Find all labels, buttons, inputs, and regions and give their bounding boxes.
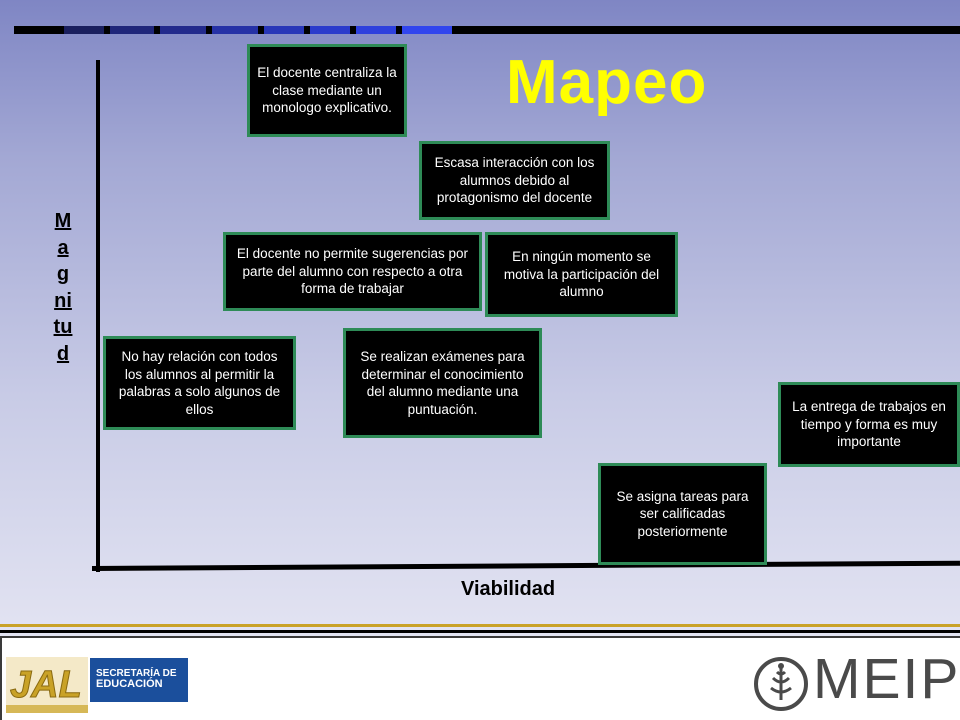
footer-separator-black	[0, 630, 960, 633]
x-axis-line	[91, 560, 960, 571]
meipe-logo-text: MEIPE	[813, 647, 960, 711]
box-entrega: La entrega de trabajos en tiempo y forma…	[778, 382, 960, 467]
secretaria-line2: EDUCACIÓN	[96, 678, 163, 690]
box-examenes: Se realizan exámenes para determinar el …	[343, 328, 542, 438]
meipe-emblem-icon	[754, 657, 808, 711]
page-title: Mapeo	[506, 48, 708, 117]
jal-logo-text: JAL	[10, 664, 82, 706]
box-relacion: No hay relación con todos los alumnos al…	[103, 336, 296, 430]
box-sugerencias: El docente no permite sugerencias por pa…	[223, 232, 482, 311]
y-axis-line	[96, 60, 100, 572]
secretaria-line1: SECRETARÍA DE	[96, 668, 177, 679]
footer-separator-gold	[0, 624, 960, 627]
box-centraliza: El docente centraliza la clase mediante …	[247, 44, 407, 137]
y-axis-label: Magnitud	[53, 210, 73, 365]
x-axis-label: Viabilidad	[461, 578, 556, 600]
box-tareas: Se asigna tareas para ser calificadas po…	[598, 463, 767, 565]
secretaria-educacion-logo: SECRETARÍA DE EDUCACIÓN	[90, 658, 188, 702]
top-decorative-bar	[14, 26, 960, 34]
jal-logo: JAL	[6, 657, 88, 713]
box-escasa: Escasa interacción con los alumnos debid…	[419, 141, 610, 220]
box-motiva: En ningún momento se motiva la participa…	[485, 232, 678, 317]
